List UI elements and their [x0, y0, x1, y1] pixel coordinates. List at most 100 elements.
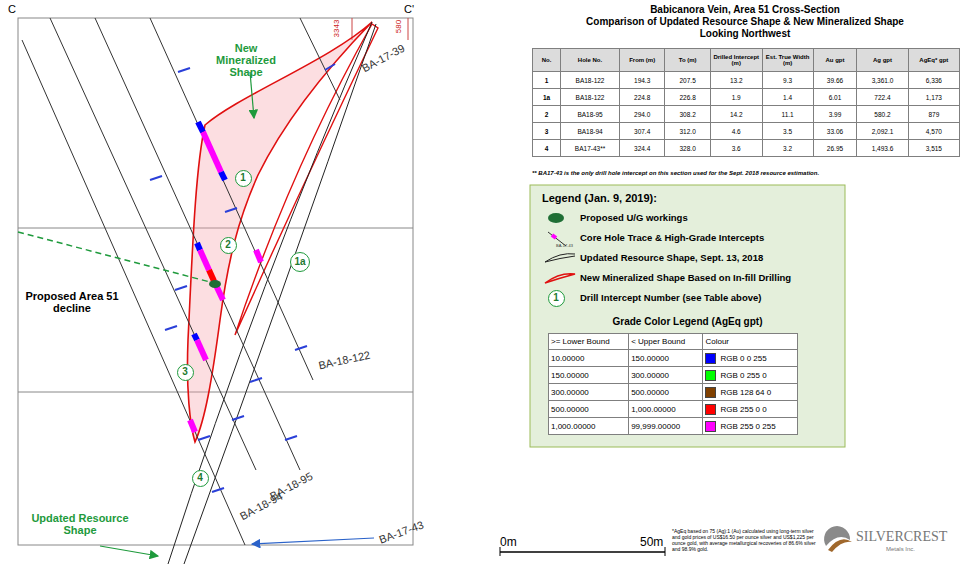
hole-label: BA-18-94 — [238, 490, 285, 522]
cell-text: 26.95 — [816, 145, 855, 152]
cell-text: 312.0 — [667, 128, 707, 135]
table-note: ** BA17-43 is the only drill hole interc… — [532, 170, 819, 176]
cell-text: 500.00000 — [631, 388, 700, 397]
callout-number: 2 — [220, 237, 237, 254]
table-cell: BA18-122 — [561, 72, 620, 89]
legend-sample — [545, 254, 575, 262]
cell-text: 3.2 — [765, 145, 811, 152]
callout-number: 1 — [548, 290, 565, 307]
cell-text: 14.2 — [713, 111, 760, 118]
table-cell: 9.3 — [762, 72, 813, 89]
title: Babicanora Vein, Area 51 Cross-Section — [525, 4, 965, 15]
callout-number: 3 — [177, 364, 194, 381]
cell-text: 224.8 — [622, 94, 662, 101]
table-cell: 1.9 — [710, 89, 762, 106]
table-cell: RGB 128 64 0 — [703, 384, 798, 401]
callout-number: 1 — [235, 170, 252, 187]
section-end-label: C — [8, 3, 16, 15]
table-cell: 1,493.6 — [857, 140, 908, 157]
scale-label: 0m — [500, 535, 517, 549]
table-cell: 1 — [533, 72, 561, 89]
cell-text: 150.00000 — [551, 371, 626, 380]
table-cell: 500.00000 — [629, 384, 703, 401]
table-cell: 3,515 — [908, 140, 959, 157]
results-table: No.Hole No.From (m)To (m)Drilled Interce… — [532, 48, 960, 157]
table-cell: 14.2 — [710, 106, 762, 123]
survey-ticks — [150, 64, 335, 492]
cell-text: Drilled Intercept (m) — [713, 54, 760, 66]
cell-text: 722.4 — [859, 94, 905, 101]
cell-text: 307.4 — [622, 128, 662, 135]
section-frame — [18, 18, 413, 545]
table-cell: 294.0 — [619, 106, 664, 123]
table-cell: 13.2 — [710, 72, 762, 89]
swatch-text: RGB 255 0 0 — [720, 405, 766, 414]
table-cell: 1.4 — [762, 89, 813, 106]
leader-line — [250, 72, 254, 118]
logo-text: SILVERCREST — [856, 529, 947, 545]
table-cell: 3.5 — [762, 123, 813, 140]
callout-number: 1a — [290, 252, 310, 272]
cell-text: 9.3 — [765, 77, 811, 84]
cell-text: 3.5 — [765, 128, 811, 135]
leader-line — [100, 546, 158, 556]
legend-box — [530, 185, 845, 447]
callout-text: 2 — [225, 238, 231, 252]
grid-coordinate: 3343 — [332, 20, 341, 38]
table-cell: 194.3 — [619, 72, 664, 89]
callout-label: Proposed Area 51 decline — [22, 290, 122, 314]
cell-text: BA18-122 — [563, 94, 617, 101]
table-row: >= Lower Bound< Upper BoundColour — [549, 334, 798, 350]
table-row: 150.00000300.00000RGB 0 255 0 — [549, 367, 798, 384]
table-cell: RGB 255 0 255 — [703, 418, 798, 435]
cell-text: 308.2 — [667, 111, 707, 118]
cell-text: 328.0 — [667, 145, 707, 152]
header-cell: Hole No. — [561, 49, 620, 72]
cell-text: 6.01 — [816, 94, 855, 101]
cell-text: 1,173 — [911, 94, 957, 101]
cell-text: Au gpt — [816, 57, 855, 63]
legend-text: Proposed U/G workings — [580, 212, 688, 223]
grid-tick — [408, 18, 409, 40]
table-cell: 3 — [533, 123, 561, 140]
legend-heading: Legend (Jan. 9, 2019): — [542, 192, 657, 204]
cell-text: 2,092.1 — [859, 128, 905, 135]
legend-text: Updated Resource Shape, Sept. 13, 2018 — [580, 252, 763, 263]
resource-shape — [168, 22, 376, 564]
callout-text: 4 — [197, 471, 203, 485]
legend-sample — [548, 213, 564, 223]
table-cell: BA18-122 — [561, 89, 620, 106]
legend-text: New Mineralized Shape Based on In-fill D… — [580, 272, 791, 283]
cell-text: 879 — [911, 111, 957, 118]
grid-coordinate: 580 — [394, 20, 403, 33]
table-cell: 207.5 — [665, 72, 710, 89]
cell-text: 1,000.00000 — [631, 405, 700, 414]
table-cell: 3.99 — [813, 106, 857, 123]
color-swatch — [705, 353, 716, 364]
table-cell: BA18-94 — [561, 123, 620, 140]
header-cell: >= Lower Bound — [549, 334, 629, 350]
table-cell: 1,000.00000 — [629, 401, 703, 418]
cell-text: >= Lower Bound — [551, 337, 626, 346]
table-cell: 580.2 — [857, 106, 908, 123]
grade-legend-title: Grade Color Legend (AgEq gpt) — [530, 316, 845, 327]
scale-tick — [665, 547, 666, 556]
footnote: *AgEq based on 75 (Ag):1 (Au) calculated… — [672, 528, 822, 552]
callout-number: 4 — [192, 470, 209, 487]
table-cell: 300.00000 — [549, 384, 629, 401]
cell-text: 1,493.6 — [859, 145, 905, 152]
cell-text: Ag gpt — [859, 57, 905, 63]
table-cell: 312.0 — [665, 123, 710, 140]
table-cell: 1a — [533, 89, 561, 106]
swatch-text: RGB 255 0 255 — [720, 422, 775, 431]
table-cell: 150.00000 — [549, 367, 629, 384]
cell-text: 150.00000 — [631, 354, 700, 363]
table-cell: 307.4 — [619, 123, 664, 140]
table-cell: 226.8 — [665, 89, 710, 106]
table-cell: 39.66 — [813, 72, 857, 89]
cell-text: 4,570 — [911, 128, 957, 135]
header-cell: < Upper Bound — [629, 334, 703, 350]
cell-text: 3,361.0 — [859, 77, 905, 84]
color-swatch — [705, 370, 716, 381]
